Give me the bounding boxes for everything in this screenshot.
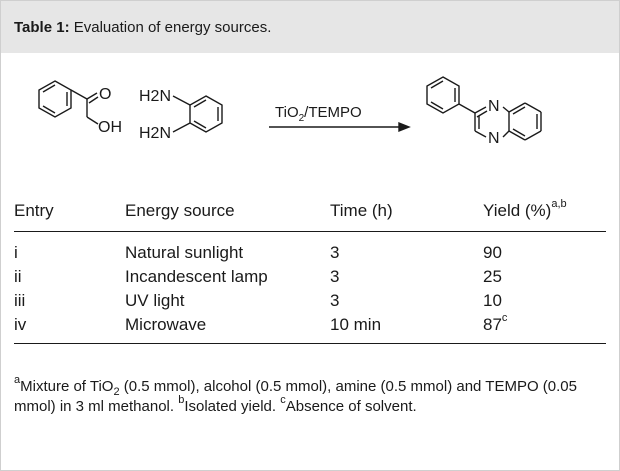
reactant2-benzene-ring: [189, 95, 223, 133]
cell-yield: 90: [483, 243, 502, 262]
cell-time: 10 min: [330, 315, 382, 334]
reactant2-amine-bottom: H2N: [139, 125, 171, 142]
reactant1-phenyl-ring: [38, 80, 72, 118]
reagent-label: TiO2/TEMPO: [275, 104, 362, 124]
caption-label: Table 1:: [14, 19, 70, 36]
cell-energy-source: Microwave: [125, 315, 207, 334]
reaction-scheme-drawing: O OH H2N H2N TiO2/TEMPO N N: [38, 76, 542, 147]
cell-entry: i: [14, 243, 18, 262]
cell-entry: iv: [14, 315, 27, 334]
cell-energy-source: UV light: [125, 291, 185, 310]
cell-entry: ii: [14, 267, 22, 286]
caption-bar: Table 1: Evaluation of energy sources.: [1, 1, 619, 53]
cell-energy-source: Incandescent lamp: [125, 267, 268, 286]
product-nitrogen-top: N: [488, 98, 500, 115]
product-phenyl-ring: [426, 76, 460, 114]
reaction-scheme: O OH H2N H2N TiO2/TEMPO N N: [1, 53, 619, 193]
table-row: i Natural sunlight 3 90: [1, 241, 619, 265]
reactant1-oxygen: O: [99, 86, 111, 103]
col-header-time: Time (h): [330, 201, 393, 220]
table-row: ii Incandescent lamp 3 25: [1, 265, 619, 289]
header-divider: [14, 231, 606, 232]
cell-time: 3: [330, 243, 340, 262]
table-row: iii UV light 3 10: [1, 289, 619, 313]
cell-time: 3: [330, 291, 340, 310]
cell-energy-source: Natural sunlight: [125, 243, 244, 262]
table-caption: Table 1: Evaluation of energy sources.: [14, 19, 271, 37]
table-header-row: Entry Energy source Time (h) Yield (%)a,…: [1, 199, 619, 223]
cell-entry: iii: [14, 291, 26, 310]
table-footnotes: aMixture of TiO2 (0.5 mmol), alcohol (0.…: [14, 374, 577, 416]
reactant2-amine-top: H2N: [139, 88, 171, 105]
product-nitrogen-bottom: N: [488, 130, 500, 147]
table-bottom-rule: [14, 343, 606, 344]
table-row: iv Microwave 10 min 87c: [1, 313, 619, 337]
cell-yield: 25: [483, 267, 502, 286]
caption-text: Evaluation of energy sources.: [73, 19, 272, 36]
col-header-entry: Entry: [14, 201, 54, 220]
col-header-energy-source: Energy source: [125, 201, 235, 220]
cell-yield: 10: [483, 291, 502, 310]
col-header-yield: Yield (%)a,b: [483, 198, 567, 220]
reactant1-hydroxyl: OH: [98, 119, 122, 136]
cell-time: 3: [330, 267, 340, 286]
cell-yield: 87c: [483, 312, 508, 334]
